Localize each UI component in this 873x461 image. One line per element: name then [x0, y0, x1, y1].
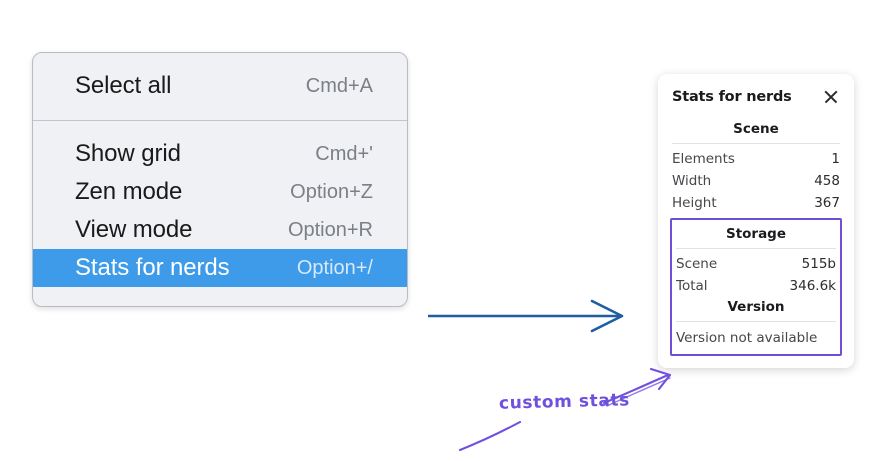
stats-row-key: Total: [676, 278, 708, 294]
menu-item-shortcut: Option+R: [287, 218, 373, 241]
menu-item-zen-mode[interactable]: Zen mode Option+Z: [33, 173, 407, 211]
stats-section-storage: Storage Scene 515b Total 346.6k: [676, 224, 836, 297]
stats-row-value: 346.6k: [789, 278, 836, 294]
stats-row-key: Height: [672, 195, 717, 211]
section-rule: [676, 321, 836, 322]
stats-section-version: Version Version not available: [676, 297, 836, 348]
menu-item-shortcut: Cmd+': [315, 142, 373, 165]
section-heading-scene: Scene: [733, 121, 779, 137]
section-heading-storage: Storage: [725, 226, 787, 242]
stats-row-storage-scene: Scene 515b: [676, 253, 836, 275]
blue-arrow: [428, 299, 624, 333]
canvas-context-menu[interactable]: Select all Cmd+A Show grid Cmd+' Zen mod…: [32, 52, 408, 307]
menu-item-shortcut: Option+Z: [290, 180, 373, 203]
stats-row-value: 515b: [801, 256, 836, 272]
section-rule: [676, 248, 836, 249]
custom-stats-highlight-box: Storage Scene 515b Total 346.6k Version …: [670, 218, 842, 356]
stats-row-value: 367: [814, 195, 840, 211]
stats-row-width: Width 458: [672, 170, 840, 192]
menu-group-view: Show grid Cmd+' Zen mode Option+Z View m…: [33, 121, 407, 306]
stats-section-scene: Scene Elements 1 Width 458 Height 367: [672, 119, 840, 214]
menu-bottom-padding: [33, 287, 407, 306]
menu-divider: [33, 120, 407, 121]
close-icon[interactable]: [822, 88, 840, 106]
menu-item-label: Stats for nerds: [75, 254, 230, 281]
stats-panel-title: Stats for nerds: [672, 89, 792, 105]
menu-item-label: Show grid: [75, 140, 181, 167]
stats-row-elements: Elements 1: [672, 148, 840, 170]
stats-row-version-text: Version not available: [676, 330, 818, 346]
stats-row-key: Width: [672, 173, 712, 189]
stats-panel-header: Stats for nerds: [672, 88, 840, 106]
stats-for-nerds-panel: Stats for nerds Scene Elements 1 Width 4…: [658, 74, 854, 368]
menu-item-label: Zen mode: [75, 178, 183, 205]
menu-item-stats-for-nerds[interactable]: Stats for nerds Option+/: [33, 249, 407, 287]
menu-item-label: Select all: [75, 72, 172, 99]
menu-item-shortcut: Cmd+A: [305, 74, 373, 97]
section-heading-version: Version: [727, 299, 785, 315]
menu-group-selection: Select all Cmd+A: [33, 53, 407, 120]
menu-item-shortcut: Option+/: [296, 256, 373, 279]
menu-item-view-mode[interactable]: View mode Option+R: [33, 211, 407, 249]
stats-row-key: Elements: [672, 151, 735, 167]
stats-row-value: 1: [831, 151, 840, 167]
purple-underline-stroke: [458, 420, 522, 452]
section-rule: [672, 143, 840, 144]
stats-row-key: Scene: [676, 256, 718, 272]
stats-row-storage-total: Total 346.6k: [676, 275, 836, 297]
menu-item-select-all[interactable]: Select all Cmd+A: [33, 67, 407, 105]
stats-row-height: Height 367: [672, 192, 840, 214]
menu-item-label: View mode: [75, 216, 193, 243]
stats-row-value: 458: [814, 173, 840, 189]
annotation-custom-stats-label: custom stats: [498, 390, 631, 414]
menu-item-show-grid[interactable]: Show grid Cmd+': [33, 135, 407, 173]
